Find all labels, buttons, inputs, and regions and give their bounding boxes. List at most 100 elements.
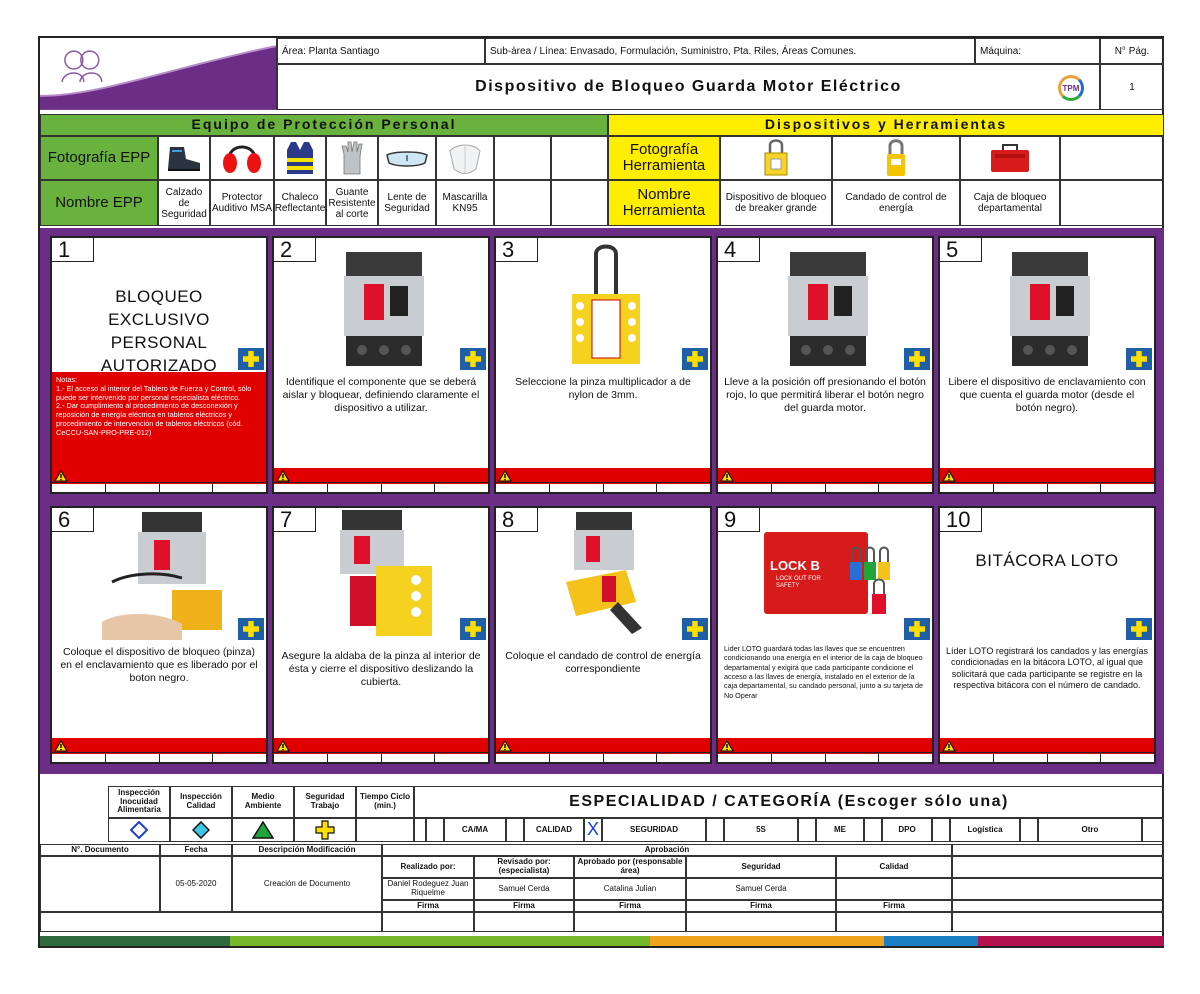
option-cama: CA/MA (444, 818, 506, 842)
epp-photo-earmuffs (210, 136, 274, 180)
revisado-name: Samuel Cerda (474, 878, 574, 900)
step-7: 7 Asegure la aldaba de la pinza al inter… (272, 506, 490, 764)
tools-title: Dispositivos y Herramientas (608, 114, 1164, 136)
kn95-mask-icon (449, 144, 481, 174)
pinza-on-guard-photo (102, 512, 222, 640)
lockout-sheet: Área: Planta Santiago Sub-área / Línea: … (38, 36, 1164, 948)
doc-date-header: Fecha (160, 844, 232, 856)
step-footer (52, 752, 266, 762)
epp-photo-empty-1 (494, 136, 551, 180)
footer-segment-blue (884, 936, 978, 946)
tool-photo-empty (1060, 136, 1164, 180)
step-footer (52, 482, 266, 492)
checkbox-dpo[interactable] (864, 818, 882, 842)
step-description: Lleve a la posición off presionando el b… (724, 376, 926, 415)
warning-bar (718, 738, 932, 754)
doc-date-value: 05-05-2020 (160, 856, 232, 912)
ear-protector-icon (223, 145, 261, 173)
motor-guard-photo (788, 252, 868, 366)
lockbox-label: LOCK B (770, 558, 820, 573)
warning-triangle-icon (54, 740, 68, 752)
padlocks-photo (850, 546, 890, 614)
first-aid-cross-icon (904, 618, 930, 640)
signature-row-3 (574, 912, 686, 932)
warning-triangle-icon (720, 740, 734, 752)
step-number: 7 (274, 507, 316, 532)
warning-bar (274, 468, 488, 484)
approval-right-1 (952, 856, 1164, 878)
firma-aprobado: Firma (574, 900, 686, 912)
first-aid-cross-icon (238, 618, 264, 640)
signature-row-left (40, 912, 382, 932)
checkbox-logistica[interactable] (932, 818, 950, 842)
footer-segment-orange (650, 936, 884, 946)
approval-right-2 (952, 878, 1164, 900)
epp-photo-vest (274, 136, 326, 180)
aprobado-label: Aprobado por (responsable área) (574, 856, 686, 878)
epp-name-earmuffs: Protector Auditivo MSA (210, 180, 274, 226)
step-footer (940, 482, 1154, 492)
first-aid-cross-icon (238, 348, 264, 370)
breaker-lockout-icon (764, 139, 788, 176)
epp-name-boots: Calzado de Seguridad (158, 180, 210, 226)
signature-row-5 (836, 912, 952, 932)
epp-name-vest: Chaleco Reflectante (274, 180, 326, 226)
area-field: Área: Planta Santiago (277, 38, 485, 64)
checkbox-5s[interactable] (706, 818, 724, 842)
step-description: Líder LOTO registrará los candados y las… (946, 646, 1148, 690)
step-10: 10 BITÁCORA LOTO Líder LOTO registrará l… (938, 506, 1156, 764)
step-footer (940, 752, 1154, 762)
checkbox-calidad[interactable] (506, 818, 524, 842)
warning-triangle-icon (276, 740, 290, 752)
step-description: Coloque el dispositivo de bloqueo (pinza… (60, 646, 258, 685)
option-logistica: Logística (950, 818, 1020, 842)
step-description: Asegure la aldaba de la pinza al interio… (281, 650, 481, 689)
tool-photo-lockbox (960, 136, 1060, 180)
epp-photo-mask (436, 136, 494, 180)
company-logo (40, 38, 277, 110)
warning-triangle-icon (942, 470, 956, 482)
logo-swoosh-icon (40, 45, 276, 110)
step-number: 1 (52, 237, 94, 262)
epp-photo-label: Fotografía EPP (40, 136, 158, 180)
signature-row-1 (382, 912, 474, 932)
first-aid-cross-icon (682, 348, 708, 370)
option-dpo: DPO (882, 818, 932, 842)
option-calidad: CALIDAD (524, 818, 584, 842)
realizado-label: Realizado por: (382, 856, 474, 878)
tools-photo-label: Fotografía Herramienta (608, 136, 720, 180)
lockbox-sublabel: LOCK OUT FOR SAFETY (776, 576, 821, 590)
legend-symbol-ambiente (232, 818, 294, 842)
step-number: 6 (52, 507, 94, 532)
step-footer (718, 482, 932, 492)
checkbox-seguridad[interactable]: X (584, 818, 602, 842)
cyan-diamond-icon (192, 821, 210, 839)
epp-photo-glove (326, 136, 378, 180)
step-6: 6 Coloque el dispositivo de bloqueo (pin… (50, 506, 268, 764)
subarea-field: Sub-área / Línea: Envasado, Formulación,… (485, 38, 975, 64)
tool-photo-breaker (720, 136, 832, 180)
tpm-logo-text: TPM (1062, 83, 1080, 93)
step-2: 2 Identifique el componente que se deber… (272, 236, 490, 494)
checkbox-otro[interactable] (1020, 818, 1038, 842)
epp-name-empty-1 (494, 180, 551, 226)
tool-name-empty (1060, 180, 1164, 226)
safety-boot-icon (168, 147, 200, 171)
epp-title: Equipo de Protección Personal (40, 114, 608, 136)
doc-desc-header: Descripción Modificación (232, 844, 382, 856)
nylon-hasp-photo (572, 244, 640, 364)
realizado-name: Daniel Rodeguez Juan Riquelme (382, 878, 474, 900)
firma-calidad: Firma (836, 900, 952, 912)
green-triangle-icon (252, 821, 274, 839)
checkbox-cama[interactable] (426, 818, 444, 842)
step-footer (274, 482, 488, 492)
motor-guard-photo (344, 252, 424, 366)
checkbox-me[interactable] (798, 818, 816, 842)
yellow-cross-icon (315, 820, 335, 840)
legend-symbol-tiempo (356, 818, 414, 842)
tool-name-lockbox: Caja de bloqueo departamental (960, 180, 1060, 226)
safety-glasses-icon (386, 151, 428, 167)
warning-triangle-icon (276, 470, 290, 482)
option-seguridad: SEGURIDAD (602, 818, 706, 842)
step-description: Lider LOTO guardará todas las llaves que… (724, 644, 923, 700)
